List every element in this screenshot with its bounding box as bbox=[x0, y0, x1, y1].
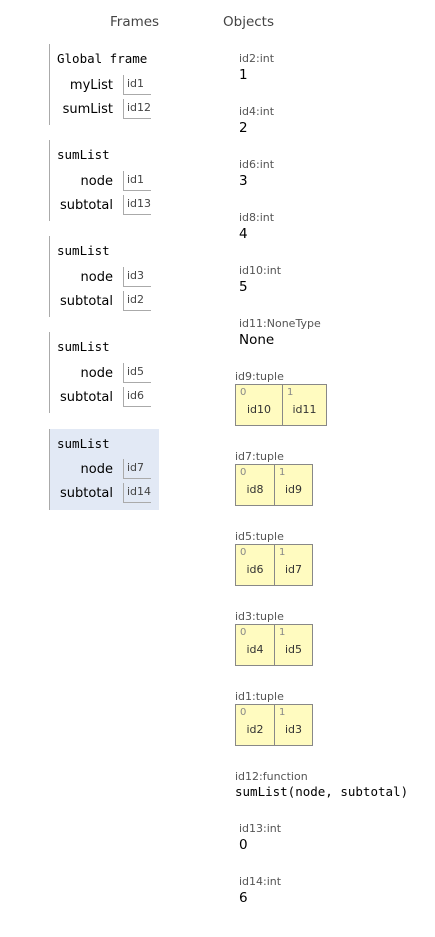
tuple-index: 0 bbox=[240, 387, 247, 398]
object-label: id3:tuple bbox=[235, 610, 284, 623]
tuple-index: 0 bbox=[240, 467, 247, 478]
var-ref: id5 bbox=[123, 363, 151, 383]
object-label: id8:int bbox=[239, 211, 275, 224]
tuple-cell: 0 id4 bbox=[236, 625, 274, 665]
tuple-value: id3 bbox=[284, 723, 303, 736]
var-ref: id14 bbox=[123, 483, 151, 503]
tuple-value: id8 bbox=[246, 483, 264, 496]
var-ref: id12 bbox=[123, 99, 151, 119]
frame-sumlist-1: sumList node id1 subtotal id13 bbox=[49, 140, 159, 221]
tuple-value: id4 bbox=[246, 643, 264, 656]
object-label: id12:function bbox=[235, 770, 308, 783]
var-ref: id7 bbox=[123, 459, 151, 479]
tuple-object: 0 id10 1 id11 bbox=[235, 384, 327, 426]
frame-sumlist-3: sumList node id5 subtotal id6 bbox=[49, 332, 159, 413]
object-value: 6 bbox=[239, 890, 248, 906]
frame-title: sumList bbox=[57, 339, 110, 354]
var-ref: id1 bbox=[123, 171, 151, 191]
object-value: None bbox=[239, 332, 275, 348]
tuple-index: 0 bbox=[240, 547, 247, 558]
tuple-cell: 0 id10 bbox=[236, 385, 282, 425]
tuple-cell: 0 id8 bbox=[236, 465, 274, 505]
object-label: id14:int bbox=[239, 875, 282, 888]
object-value: 5 bbox=[239, 279, 248, 295]
tuple-value: id11 bbox=[292, 403, 317, 416]
var-ref: id3 bbox=[123, 267, 151, 287]
frame-title: sumList bbox=[57, 436, 110, 451]
object-label: id2:int bbox=[239, 52, 275, 65]
tuple-cell: 0 id6 bbox=[236, 545, 274, 585]
tuple-value: id7 bbox=[284, 563, 303, 576]
var-name: sumList bbox=[62, 102, 113, 117]
tuple-cell: 1 id11 bbox=[282, 385, 326, 425]
tuple-cell: 0 id2 bbox=[236, 705, 274, 745]
tuple-index: 0 bbox=[240, 707, 247, 718]
tuple-cell: 1 id9 bbox=[274, 465, 312, 505]
var-name: myList bbox=[69, 78, 113, 93]
var-name: node bbox=[80, 270, 113, 285]
object-value: 4 bbox=[239, 226, 248, 242]
tuple-index: 1 bbox=[279, 467, 286, 478]
tuple-object: 0 id6 1 id7 bbox=[235, 544, 313, 586]
tuple-index: 1 bbox=[279, 547, 286, 558]
frame-title: sumList bbox=[57, 243, 110, 258]
tuple-cell: 1 id5 bbox=[274, 625, 312, 665]
object-label: id1:tuple bbox=[235, 690, 284, 703]
var-ref: id6 bbox=[123, 387, 151, 407]
var-ref: id13 bbox=[123, 195, 151, 215]
tuple-object: 0 id4 1 id5 bbox=[235, 624, 313, 666]
object-label: id6:int bbox=[239, 158, 275, 171]
object-label: id7:tuple bbox=[235, 450, 284, 463]
var-name: subtotal bbox=[60, 198, 113, 213]
var-name: subtotal bbox=[60, 294, 113, 309]
var-ref: id2 bbox=[123, 291, 151, 311]
var-name: subtotal bbox=[60, 486, 113, 501]
frame-sumlist-2: sumList node id3 subtotal id2 bbox=[49, 236, 159, 317]
tuple-value: id9 bbox=[284, 483, 303, 496]
object-label: id4:int bbox=[239, 105, 275, 118]
var-name: node bbox=[80, 462, 113, 477]
object-label: id5:tuple bbox=[235, 530, 284, 543]
function-signature: sumList(node, subtotal) bbox=[235, 784, 409, 799]
frames-header: Frames bbox=[110, 14, 160, 30]
tuple-index: 1 bbox=[287, 387, 294, 398]
var-ref: id1 bbox=[123, 75, 151, 95]
frame-global: Global frame myList id1 sumList id12 bbox=[49, 44, 159, 125]
tuple-cell: 1 id3 bbox=[274, 705, 312, 745]
tuple-object: 0 id8 1 id9 bbox=[235, 464, 313, 506]
object-value: 0 bbox=[239, 837, 248, 853]
tuple-index: 1 bbox=[279, 707, 286, 718]
tuple-value: id6 bbox=[246, 563, 264, 576]
tuple-index: 1 bbox=[279, 627, 286, 638]
object-label: id13:int bbox=[239, 822, 282, 835]
tuple-value: id2 bbox=[246, 723, 264, 736]
var-name: node bbox=[80, 174, 113, 189]
object-label: id10:int bbox=[239, 264, 282, 277]
tuple-index: 0 bbox=[240, 627, 247, 638]
objects-header: Objects bbox=[223, 14, 275, 30]
object-label: id11:NoneType bbox=[239, 317, 321, 330]
frame-sumlist-active: sumList node id7 subtotal id14 bbox=[49, 429, 159, 510]
object-value: 3 bbox=[239, 173, 248, 189]
frame-title: sumList bbox=[57, 147, 110, 162]
tuple-object: 0 id2 1 id3 bbox=[235, 704, 313, 746]
object-value: 1 bbox=[239, 67, 248, 83]
var-name: node bbox=[80, 366, 113, 381]
var-name: subtotal bbox=[60, 390, 113, 405]
frame-title: Global frame bbox=[57, 51, 148, 66]
tuple-value: id5 bbox=[284, 643, 303, 656]
object-label: id9:tuple bbox=[235, 370, 284, 383]
tuple-value: id10 bbox=[246, 403, 272, 416]
object-value: 2 bbox=[239, 120, 248, 136]
tuple-cell: 1 id7 bbox=[274, 545, 312, 585]
